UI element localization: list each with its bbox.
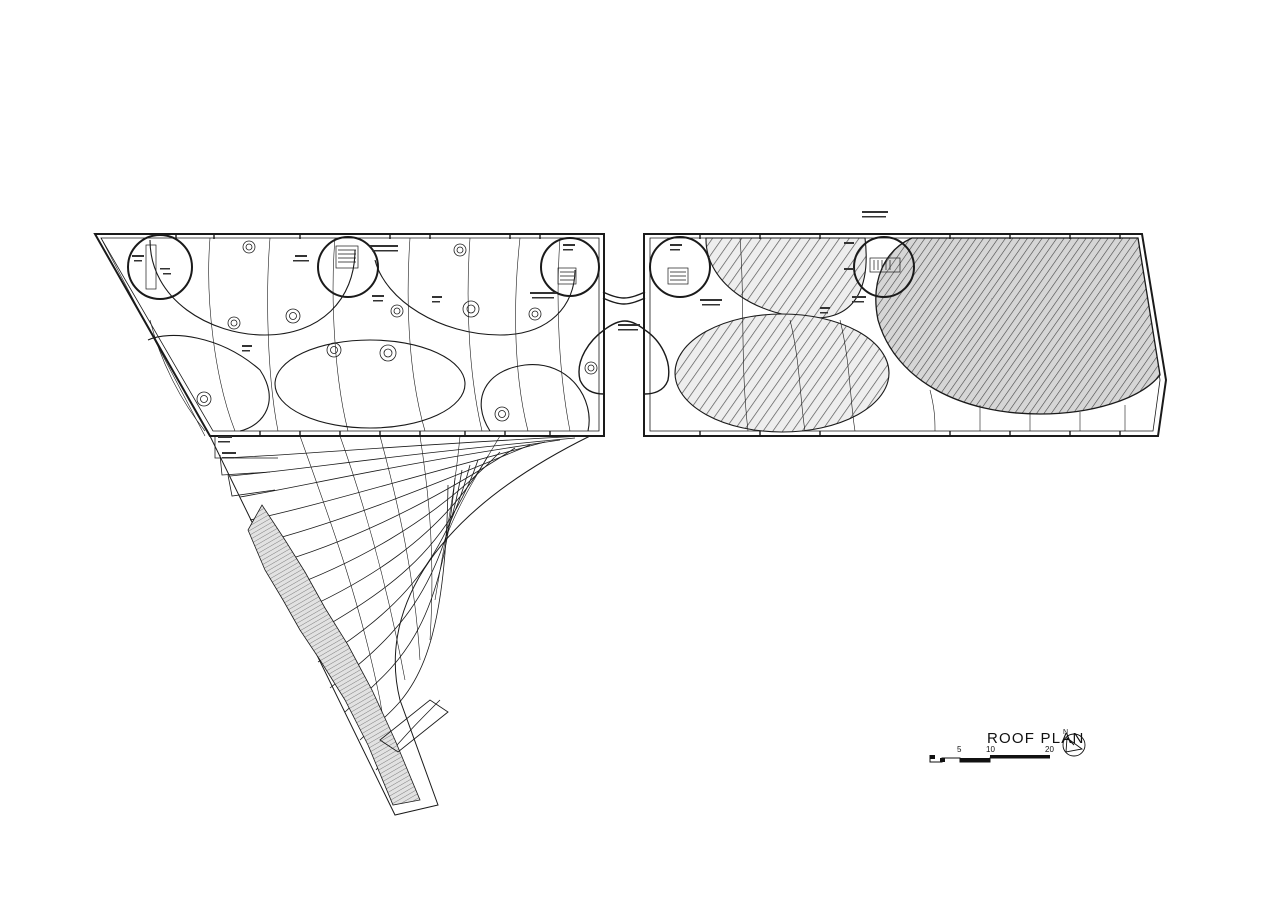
stair-core-5 <box>853 236 915 298</box>
garden-oval-top-left <box>149 239 356 336</box>
fan-ramp-roof <box>209 435 591 816</box>
drawing-title: ROOF PLAN <box>987 730 1084 747</box>
left-building-outline <box>93 233 605 437</box>
garden-outlines <box>147 239 590 432</box>
ramp-end-slab <box>379 699 449 753</box>
right-building-outline <box>643 233 1168 437</box>
drawing-title-block: ROOF PLAN 5 10 20 N <box>929 729 1086 763</box>
bridge-round-element <box>578 329 605 395</box>
roof-panel-lines <box>149 237 571 432</box>
garden-oval-center <box>274 339 466 429</box>
garden-oval-top-right <box>374 259 576 336</box>
north-arrow-icon: N <box>1062 729 1086 757</box>
skylights <box>196 240 598 422</box>
scale-label-10: 10 <box>986 745 995 754</box>
scale-label-20: 20 <box>1045 745 1054 754</box>
tiny-annotation-marks <box>132 211 888 459</box>
right-building <box>643 233 1168 437</box>
scale-bar: 5 10 20 <box>929 745 1054 763</box>
north-label: N <box>1063 729 1068 736</box>
left-building-inner-outline <box>100 237 600 432</box>
garden-hatched-large <box>875 237 1161 415</box>
garden-hatched-center <box>674 313 890 433</box>
left-building <box>93 233 605 437</box>
stair-core-1 <box>127 234 193 300</box>
garden-oval-left <box>147 334 270 432</box>
stair-core-4 <box>649 236 711 298</box>
stair-core-3 <box>540 237 600 297</box>
connecting-bridge <box>578 291 670 395</box>
garden-hatched-top <box>705 237 867 319</box>
ramp-hatched-strip <box>247 504 421 806</box>
garden-oval-right <box>480 364 590 432</box>
edge-ticks <box>175 234 551 436</box>
scale-label-5: 5 <box>957 745 962 754</box>
stair-core-circles <box>127 234 600 300</box>
stair-core-2 <box>317 236 379 298</box>
